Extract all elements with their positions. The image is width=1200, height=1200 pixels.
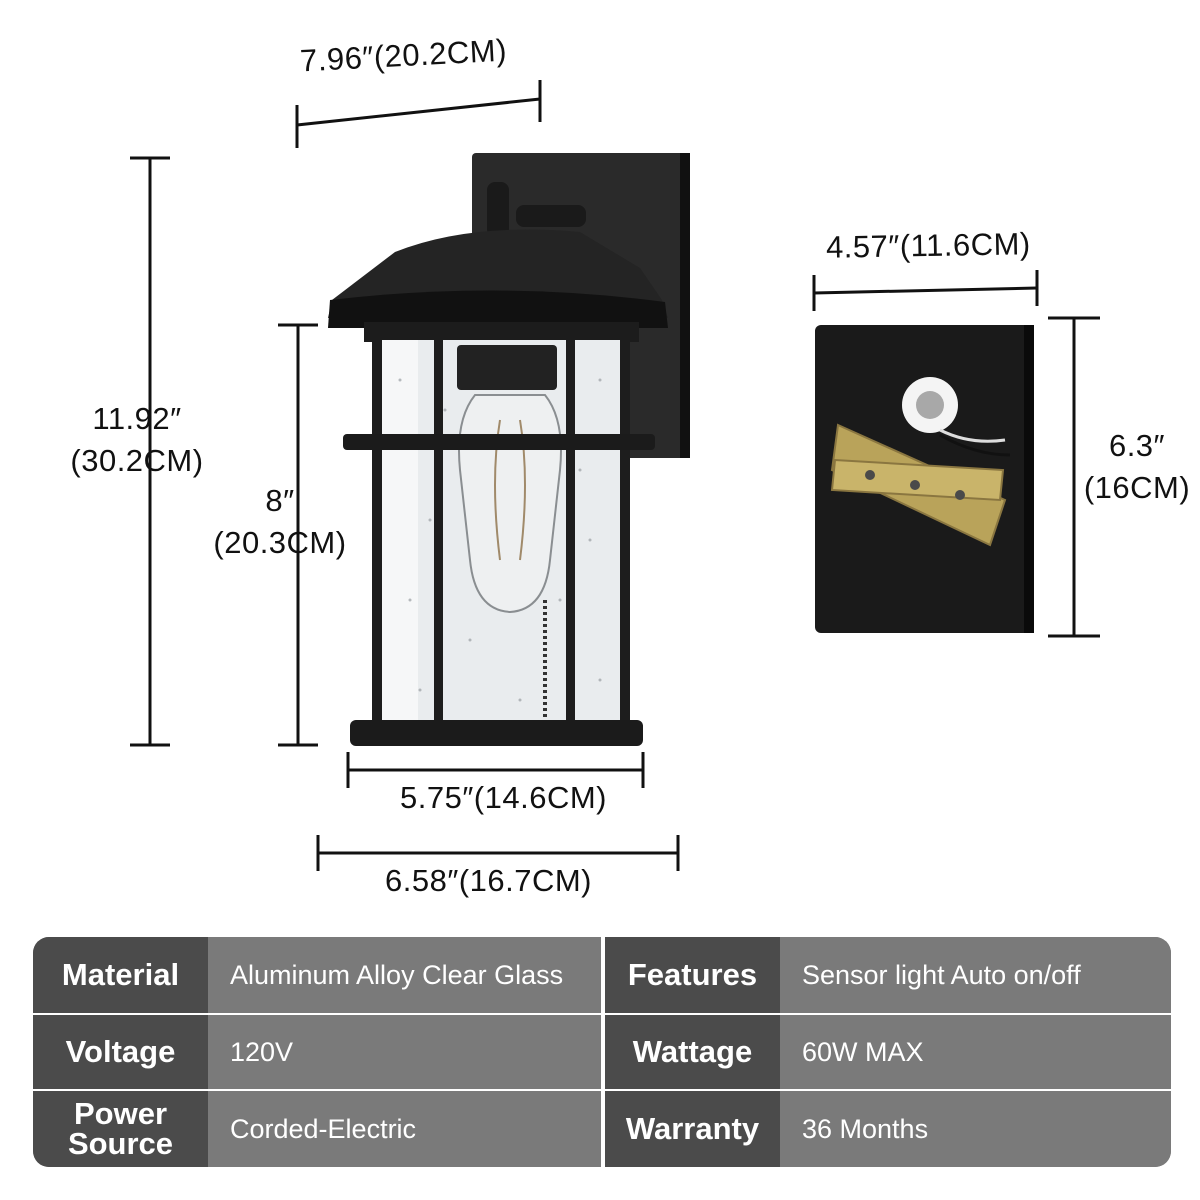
base-width-label: 5.75″(14.6CM) [400, 780, 608, 815]
plate-width-label: 4.57″(11.6CM) [825, 226, 1031, 265]
power-source-value: Corded-Electric [208, 1091, 601, 1167]
total-height-cm: (30.2CM) [70, 443, 204, 478]
table-divider-row1 [33, 1013, 1171, 1015]
plate-height-in: 6.3″ [1108, 428, 1166, 463]
features-label: Features [605, 937, 780, 1013]
total-height-in: 11.92″ [92, 401, 182, 436]
material-value: Aluminum Alloy Clear Glass [208, 937, 601, 1013]
power-source-label: Power Source [33, 1091, 208, 1167]
power-label-line1: Power [73, 1096, 168, 1131]
glass-height-label: 8″ (20.3CM) [205, 480, 355, 564]
table-divider-row2 [33, 1089, 1171, 1091]
warranty-label: Warranty [605, 1091, 780, 1167]
lantern-fixture [328, 153, 690, 746]
plate-height-label: 6.3″ (16CM) [1076, 425, 1198, 509]
roof-width-label: 6.58″(16.7CM) [385, 863, 593, 898]
warranty-value: 36 Months [780, 1091, 1171, 1167]
material-label: Material [33, 937, 208, 1013]
total-height-label: 11.92″ (30.2CM) [62, 398, 212, 482]
wattage-value: 60W MAX [780, 1015, 1171, 1089]
voltage-value: 120V [208, 1015, 601, 1089]
specs-table: Material Aluminum Alloy Clear Glass Feat… [33, 937, 1171, 1167]
mounting-plate [815, 325, 1034, 633]
power-label-line2: Source [67, 1126, 174, 1161]
glass-height-cm: (20.3CM) [213, 525, 347, 560]
wattage-label: Wattage [605, 1015, 780, 1089]
features-value: Sensor light Auto on/off [780, 937, 1171, 1013]
glass-height-in: 8″ [265, 483, 295, 518]
voltage-label: Voltage [33, 1015, 208, 1089]
dimension-lines [130, 80, 1100, 871]
table-divider-vertical [601, 937, 605, 1167]
product-illustration [130, 80, 1100, 871]
plate-height-cm: (16CM) [1083, 470, 1191, 505]
